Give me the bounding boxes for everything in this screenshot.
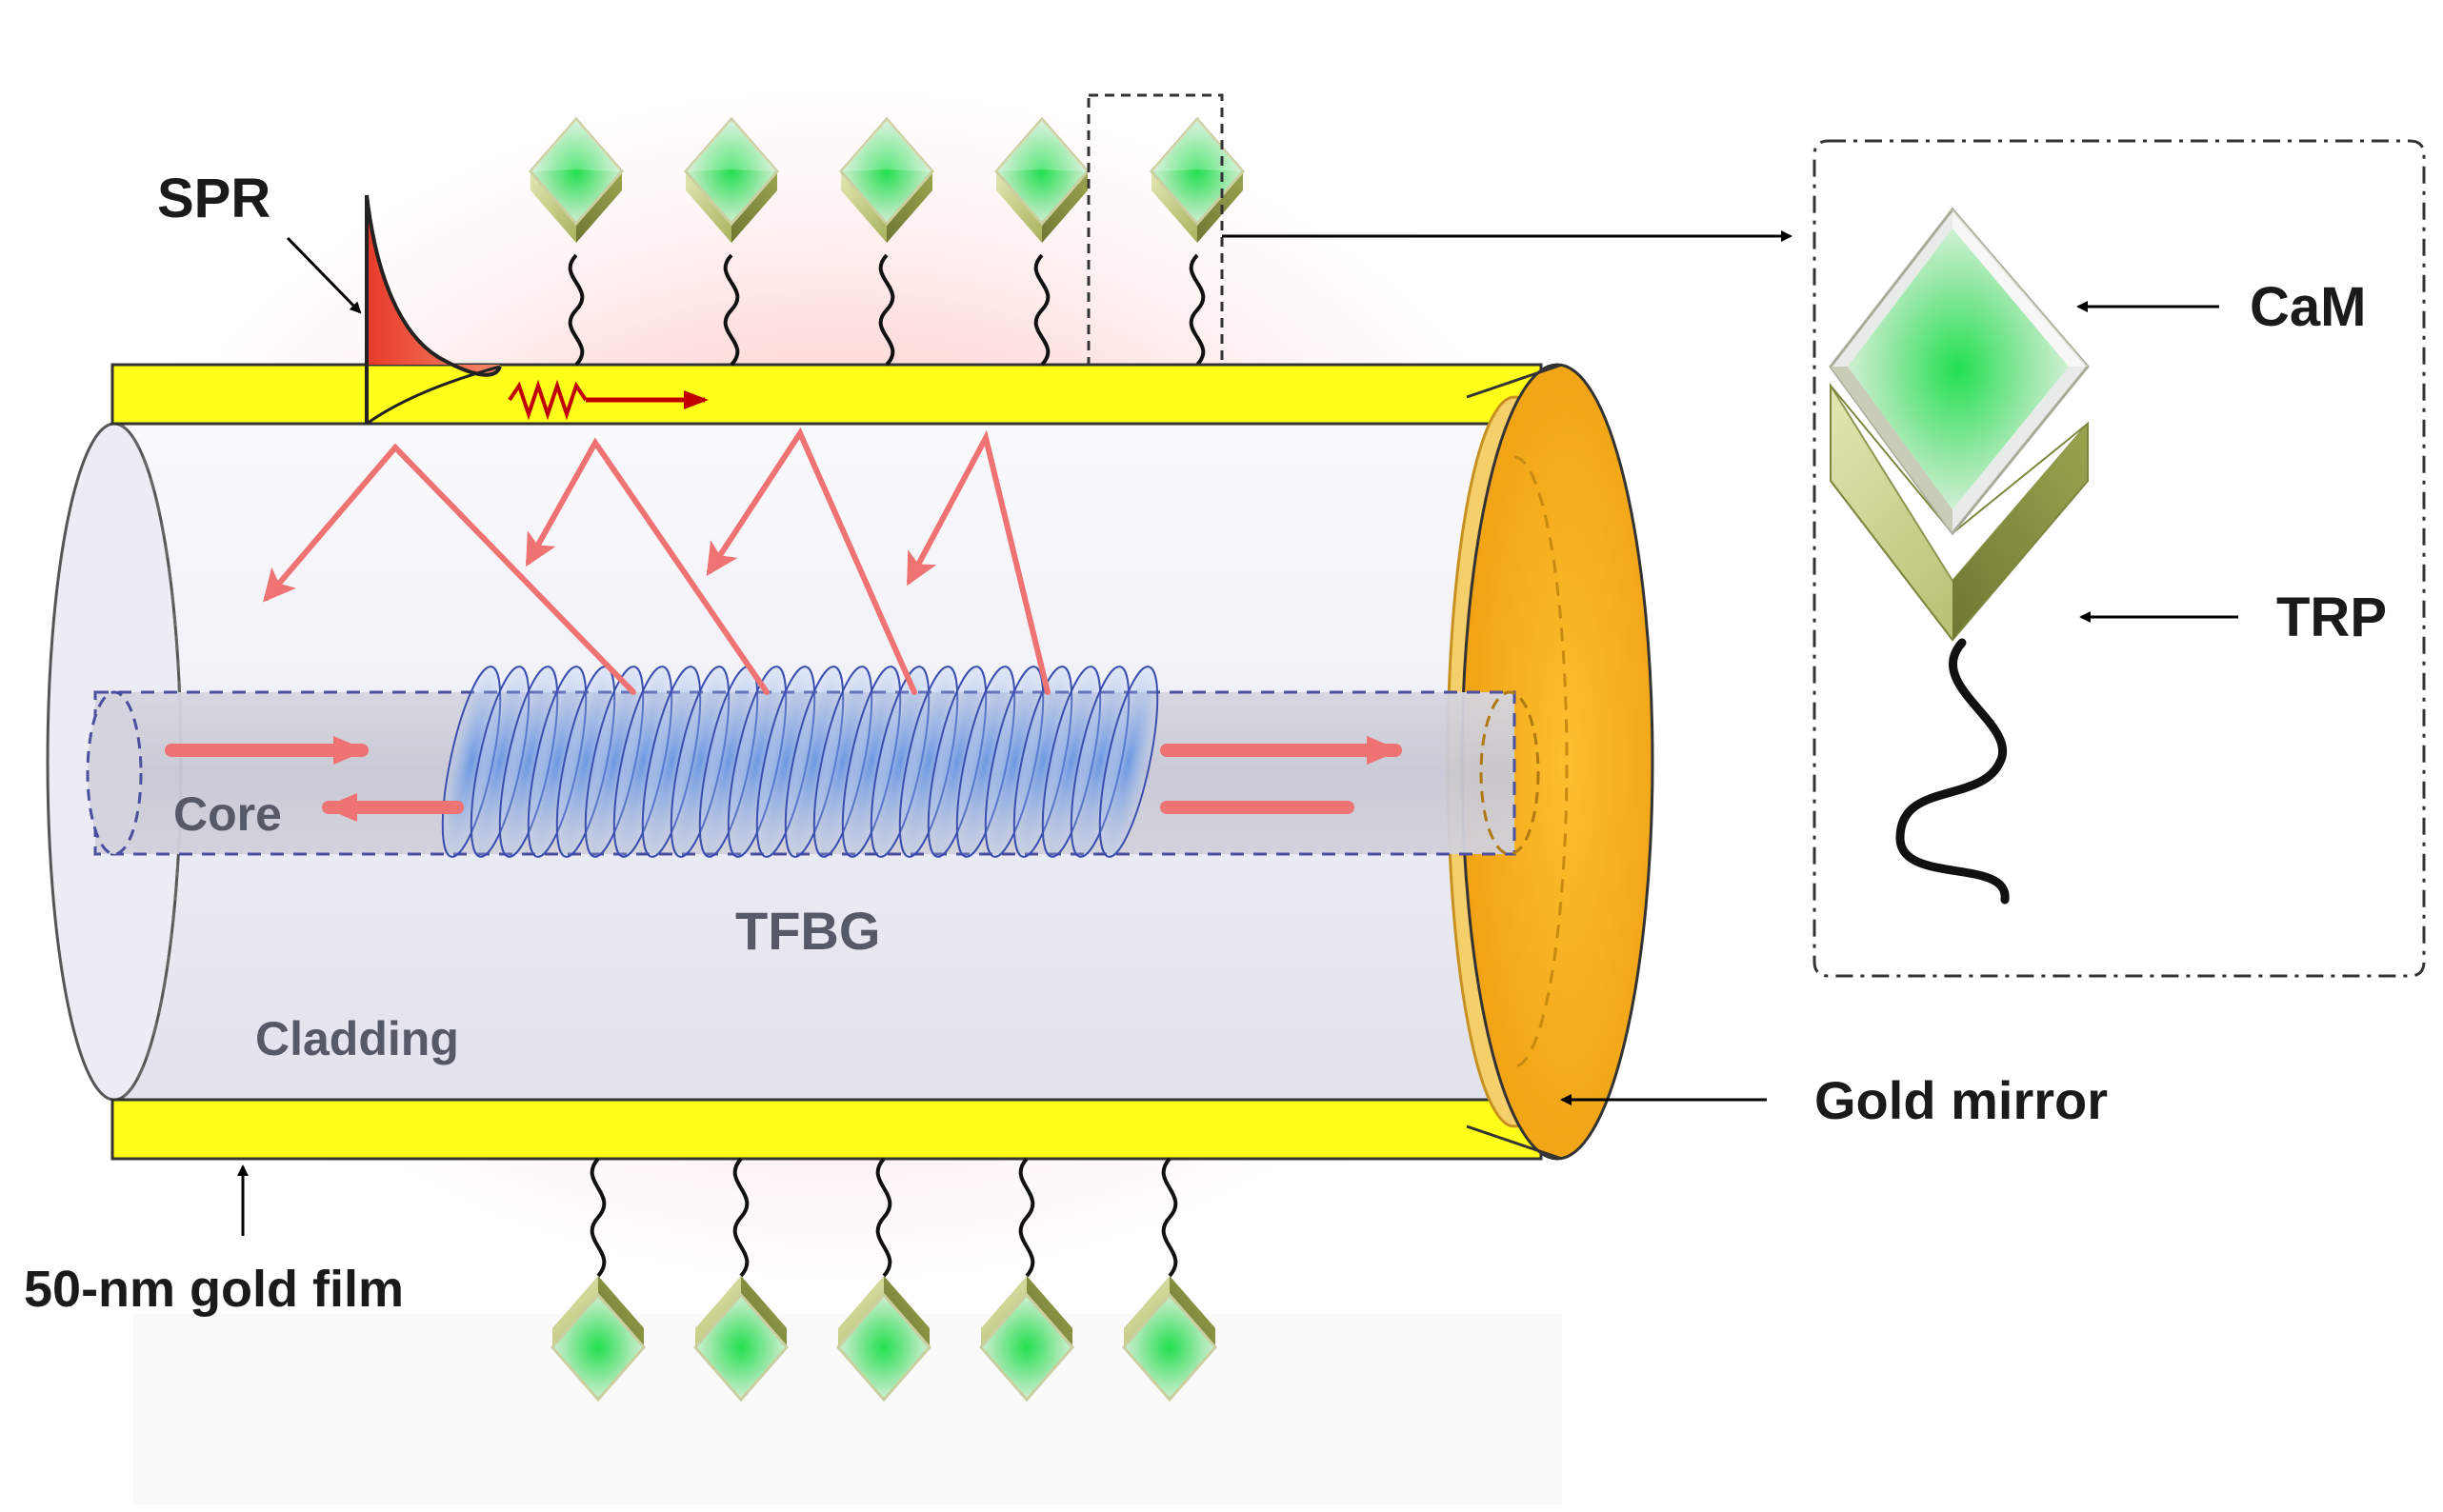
label-spr: SPR xyxy=(157,168,270,229)
label-tfbg: TFBG xyxy=(735,901,880,961)
probe-inset xyxy=(1812,139,2426,978)
linker-chain xyxy=(723,253,740,367)
linker-chain xyxy=(590,1157,607,1278)
probes-top xyxy=(529,117,1245,367)
label-cam: CaM xyxy=(2250,276,2366,338)
surface-plasmon-wave xyxy=(508,379,588,421)
linker-chain xyxy=(1161,1157,1178,1278)
label-gold-film: 50-nm gold film xyxy=(24,1261,404,1318)
probes-bottom xyxy=(551,1157,1217,1402)
spr-pointer xyxy=(286,236,362,314)
spr-field-profile xyxy=(365,194,709,426)
linker-chain xyxy=(568,253,585,367)
linker-chain xyxy=(875,1157,892,1278)
core-light xyxy=(165,736,1402,822)
linker-chain xyxy=(1018,1157,1035,1278)
cladding-modes xyxy=(263,427,1051,695)
linker-chain xyxy=(1895,638,2010,905)
linker-chain xyxy=(1033,253,1051,367)
gold-mirror xyxy=(1446,363,1654,1161)
tfbg-grating xyxy=(441,666,1159,858)
label-trp: TRP xyxy=(2276,587,2387,648)
gold-film xyxy=(110,363,1543,1161)
linker-chain xyxy=(1189,253,1206,367)
grating-plane xyxy=(1098,666,1159,858)
linker-chain xyxy=(732,1157,750,1278)
label-gold-mirror: Gold mirror xyxy=(1814,1070,2108,1130)
cam-block xyxy=(1829,207,2090,536)
label-core: Core xyxy=(173,787,282,841)
probe-selection-box xyxy=(1087,93,1224,367)
linker-chain xyxy=(878,253,895,367)
label-cladding: Cladding xyxy=(255,1012,459,1065)
